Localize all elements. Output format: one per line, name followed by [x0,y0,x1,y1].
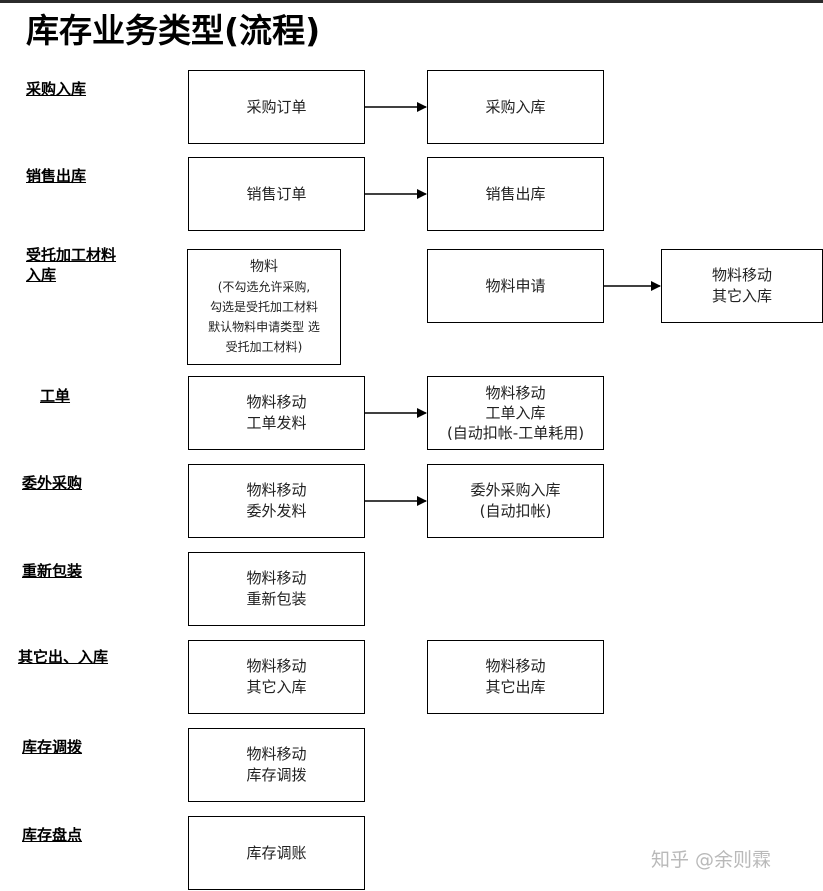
row-label-work-order: 工单 [40,387,71,405]
box-other-in[interactable]: 物料移动 其它入库 [188,640,365,714]
box-other-out[interactable]: 物料移动 其它出库 [427,640,604,714]
box-purchase-receipt[interactable]: 采购入库 [427,70,604,144]
row-label-stock-transfer: 库存调拨 [22,738,83,756]
box-stock-adjust[interactable]: 库存调账 [188,816,365,890]
box-work-order-issue[interactable]: 物料移动 工单发料 [188,376,365,450]
row-label-stock-count: 库存盘点 [22,826,83,844]
box-material-request[interactable]: 物料申请 [427,249,604,323]
box-material-move-other-in[interactable]: 物料移动 其它入库 [661,249,823,323]
row-label-outsourced-purchase: 委外采购 [22,474,83,492]
box-work-order-receipt[interactable]: 物料移动 工单入库 (自动扣帐-工单耗用) [427,376,604,450]
watermark: 知乎 @余则霖 [651,849,772,871]
row-label-purchase-in: 采购入库 [26,80,87,98]
box-purchase-order[interactable]: 采购订单 [188,70,365,144]
row-label-repack: 重新包装 [22,562,83,580]
row-label-consigned-material-in: 受托加工材料 入库 [26,246,117,284]
box-sales-shipment[interactable]: 销售出库 [427,157,604,231]
row-label-other-in-out: 其它出、入库 [18,648,109,666]
box-outsource-receipt[interactable]: 委外采购入库 (自动扣帐) [427,464,604,538]
row-label-sales-out: 销售出库 [26,167,87,185]
top-border [0,0,823,3]
box-stock-transfer[interactable]: 物料移动 库存调拨 [188,728,365,802]
box-repack[interactable]: 物料移动 重新包装 [188,552,365,626]
box-outsource-issue[interactable]: 物料移动 委外发料 [188,464,365,538]
box-material-note[interactable]: 物料 (不勾选允许采购, 勾选是受托加工材料 默认物料申请类型 选 受托加工材料… [187,249,341,365]
box-sales-order[interactable]: 销售订单 [188,157,365,231]
page-title: 库存业务类型(流程) [26,11,321,50]
